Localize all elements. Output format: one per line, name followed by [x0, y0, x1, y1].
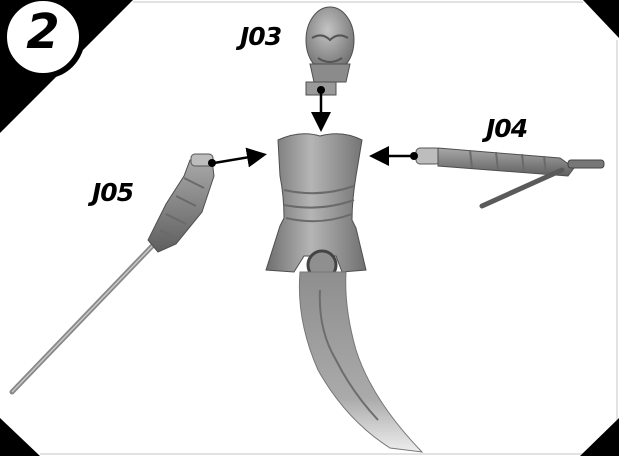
corner-top-right: [583, 0, 619, 38]
dot-j05: [208, 159, 216, 167]
arrow-j05-left: [214, 155, 262, 163]
label-j05: J05: [92, 180, 133, 205]
dot-j04: [410, 152, 418, 160]
corner-bottom-left: [0, 418, 40, 456]
torso-part: [266, 134, 422, 452]
label-j04: J04: [486, 116, 527, 141]
label-j03: J03: [240, 24, 281, 49]
corner-bottom-right: [580, 418, 619, 456]
right-arm-part: [416, 148, 604, 206]
head-part: [306, 7, 354, 95]
step-number: 2: [0, 8, 86, 56]
left-arm-part: [148, 154, 214, 252]
dot-j03: [317, 86, 325, 94]
